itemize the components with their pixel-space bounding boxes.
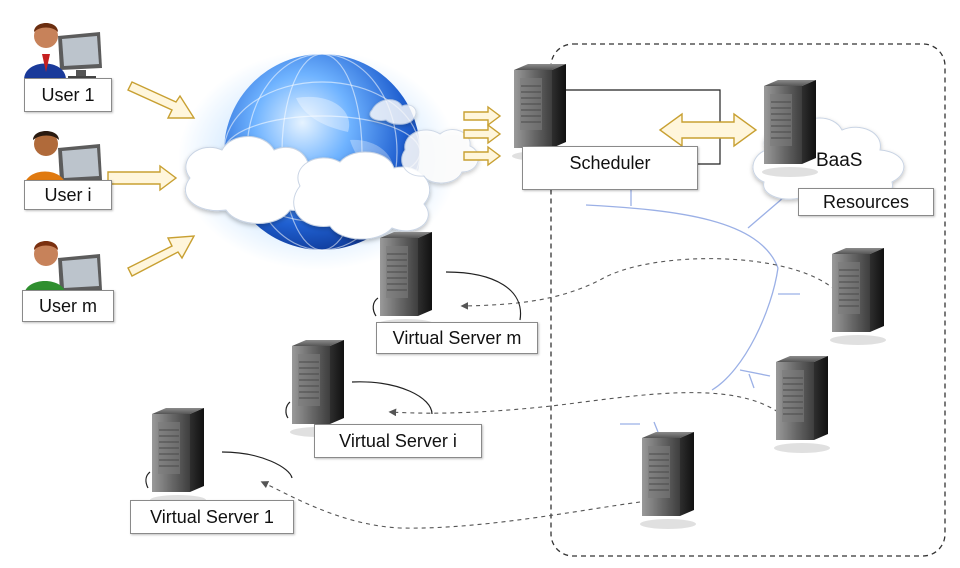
resources-label: Resources	[798, 188, 934, 216]
virtual-server-m-label: Virtual Server m	[376, 322, 538, 354]
resource-tree-lines	[585, 190, 800, 433]
dashed-arrows	[260, 258, 836, 529]
virtual-server-m-icon	[377, 231, 435, 330]
virtual-server-1-icon	[149, 407, 207, 506]
cluster-boundary	[550, 43, 946, 557]
internet-cloud	[178, 50, 479, 270]
user-1-label: User 1	[24, 78, 112, 112]
baas-label: BaaS	[816, 150, 863, 171]
physical-server-icon	[829, 247, 887, 346]
physical-server-icon	[639, 431, 697, 530]
user-i-label: User i	[24, 180, 112, 210]
request-arrows	[107, 81, 758, 277]
virtual-server-1-label: Virtual Server 1	[130, 500, 294, 534]
scheduler-label: Scheduler	[522, 146, 698, 190]
vm-loop-lines	[145, 271, 522, 489]
user-m-label: User m	[22, 290, 114, 322]
virtual-server-i-label: Virtual Server i	[314, 424, 482, 458]
physical-server-icon	[773, 355, 831, 454]
virtual-server-i-icon	[289, 339, 347, 438]
user-1-icon	[24, 23, 102, 80]
